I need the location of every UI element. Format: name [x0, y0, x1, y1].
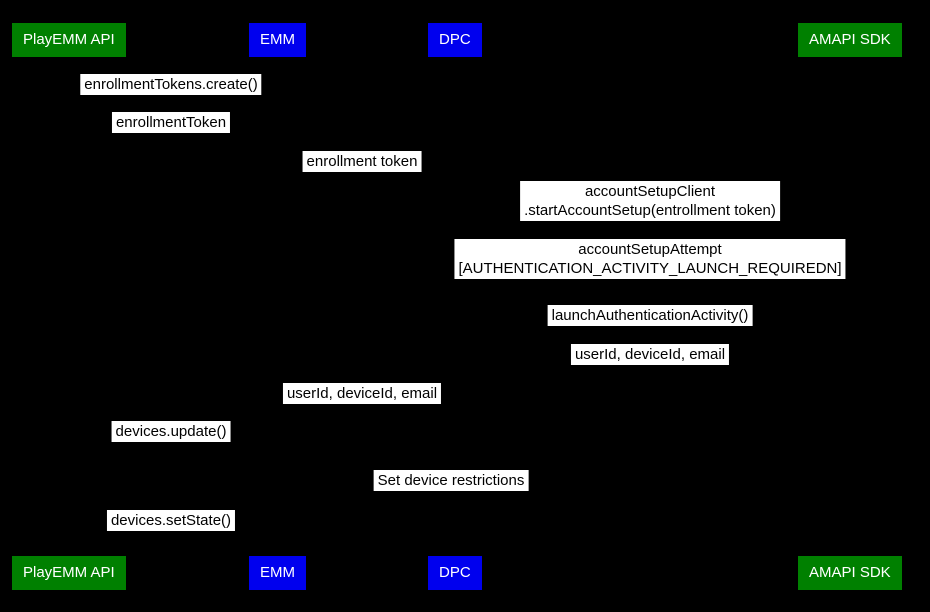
actor-top-emm: EMM [249, 23, 306, 57]
lifeline-amapi-sdk [848, 57, 849, 556]
actor-bottom-emm: EMM [249, 556, 306, 590]
lifeline-playemm-api [67, 57, 68, 556]
message-set-device-restrictions: Set device restrictions [373, 470, 529, 491]
message-enrollment-token: enrollment token [302, 151, 422, 172]
lifeline-dpc [450, 57, 451, 556]
message-devices-update: devices.update() [111, 421, 231, 442]
actor-top-dpc: DPC [428, 23, 482, 57]
actor-bottom-dpc: DPC [428, 556, 482, 590]
message-launch-authentication-activity: launchAuthenticationActivity() [547, 305, 753, 326]
message-devices-setstate: devices.setState() [106, 510, 236, 531]
message-userid-deviceid-email-sdk: userId, deviceId, email [570, 344, 730, 365]
actor-bottom-amapi-sdk: AMAPI SDK [798, 556, 902, 590]
lifeline-emm [273, 57, 274, 556]
actor-bottom-playemm-api: PlayEMM API [12, 556, 126, 590]
actor-top-amapi-sdk: AMAPI SDK [798, 23, 902, 57]
message-enrollmenttoken: enrollmentToken [111, 112, 231, 133]
message-userid-deviceid-email-emm: userId, deviceId, email [282, 383, 442, 404]
message-enrollmenttokens-create: enrollmentTokens.create() [80, 74, 262, 95]
message-account-setup-attempt: accountSetupAttempt [AUTHENTICATION_ACTI… [454, 239, 846, 279]
message-start-account-setup: accountSetupClient .startAccountSetup(en… [520, 181, 780, 221]
actor-top-playemm-api: PlayEMM API [12, 23, 126, 57]
